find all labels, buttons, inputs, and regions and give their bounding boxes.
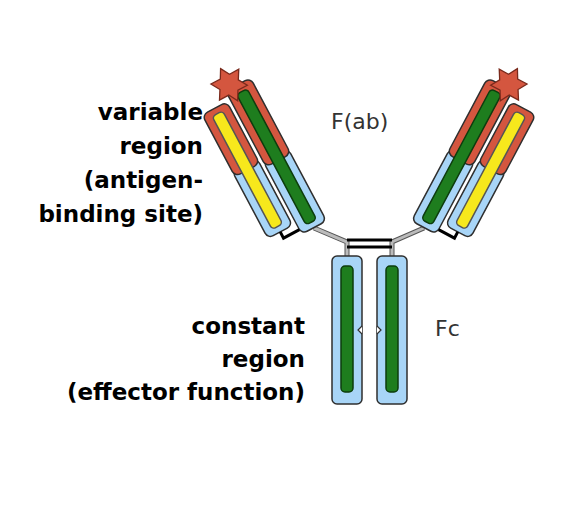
hinge-line: [314, 228, 347, 260]
heavy-chain-constant: [332, 256, 362, 404]
hinge-line: [392, 228, 424, 260]
heavy-chain-bar: [386, 266, 398, 392]
hinge-line: [314, 228, 347, 260]
region-label: constant region (effector function): [45, 310, 305, 409]
fragment-label: F(ab): [331, 108, 421, 136]
region-label: variable region (antigen-binding site): [3, 95, 203, 231]
disulfide-bond: [347, 246, 392, 249]
fab-arm: [187, 58, 326, 249]
heavy-chain-constant: [377, 256, 407, 404]
fab-arm: [412, 58, 551, 249]
hinge-line: [392, 228, 424, 260]
domain-notch: [358, 326, 362, 334]
heavy-chain-bar: [341, 266, 353, 392]
fragment-label: Fc: [435, 315, 495, 343]
domain-notch: [377, 326, 381, 334]
disulfide-bond: [347, 239, 392, 242]
